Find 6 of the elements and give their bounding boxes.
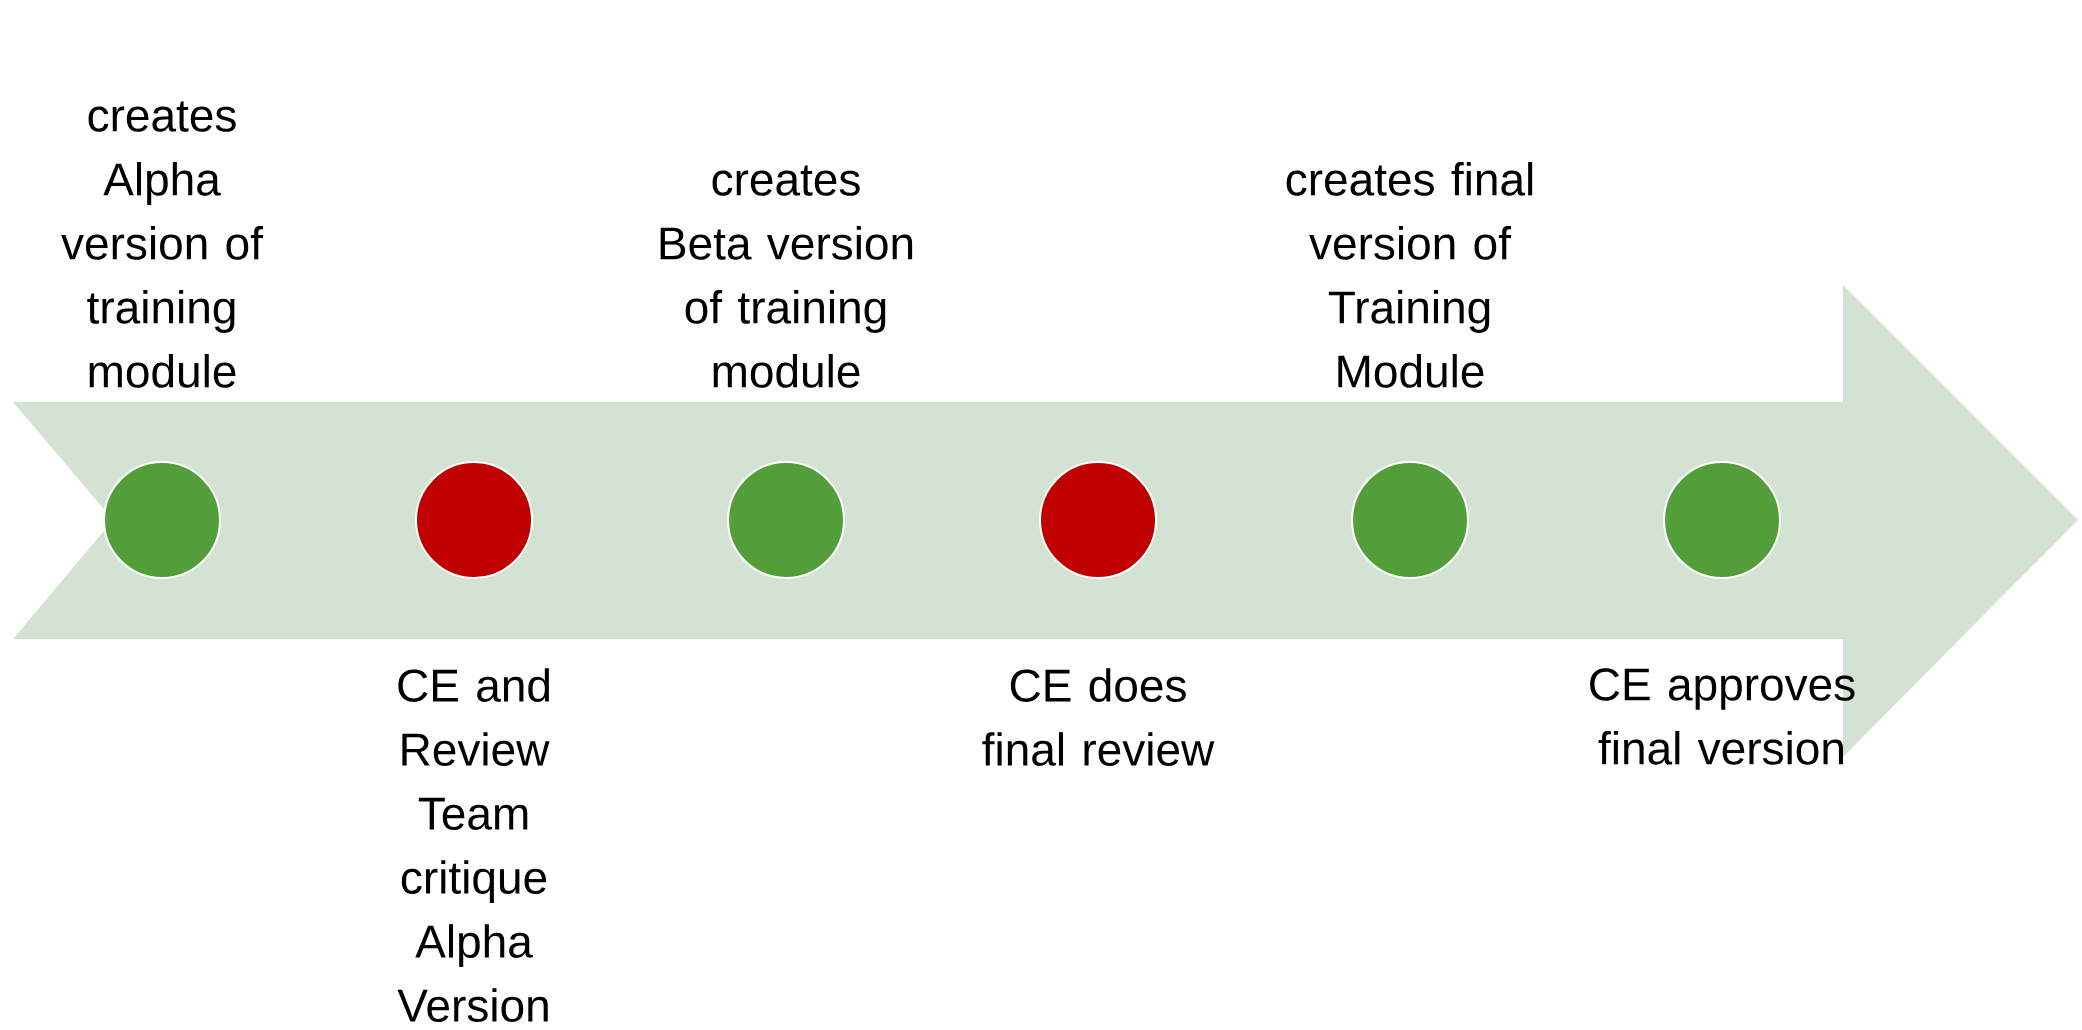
step-text: creates Alpha version of training module (61, 101, 263, 388)
step-text: creates Beta version of training module (660, 165, 913, 388)
step-text: CE approves final version (1590, 668, 1855, 765)
step-text: CE and Review Team critique Alpha Version (397, 668, 550, 1022)
step-text: CE does final review (982, 668, 1215, 766)
step-text: creates final version of Training Module (1286, 162, 1533, 388)
